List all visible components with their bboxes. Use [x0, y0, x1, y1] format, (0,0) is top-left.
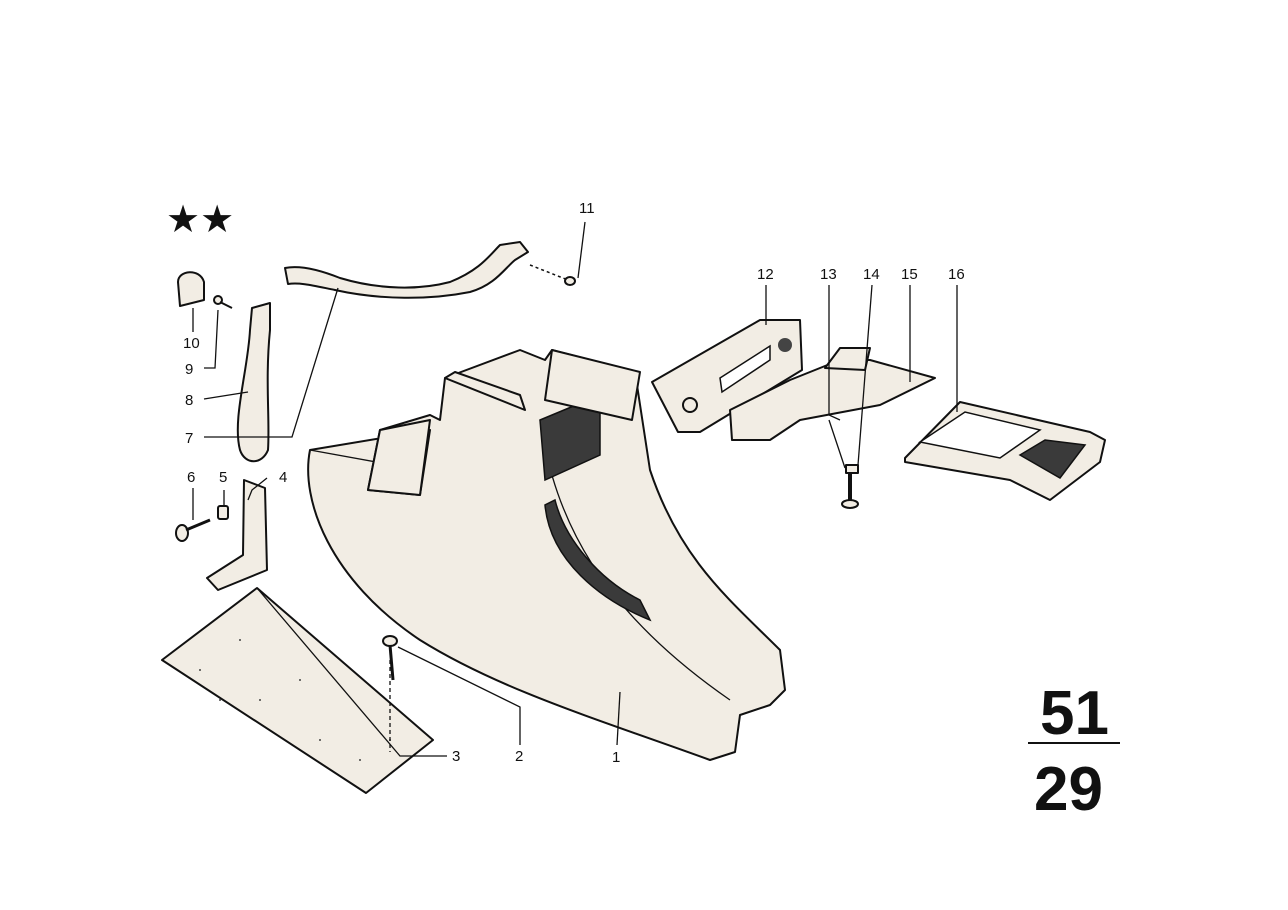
part-radio-panel — [651, 319, 803, 433]
part-floor-panel — [161, 587, 434, 794]
part-center-console — [307, 349, 786, 761]
leader-lines — [192, 221, 958, 757]
part-bracket — [206, 479, 268, 591]
part-screw-6 — [175, 518, 211, 542]
part-nut-14 — [845, 464, 859, 474]
part-tray — [904, 401, 1106, 501]
callout-13: 13 — [820, 266, 837, 283]
section-group: 51 — [1040, 679, 1109, 748]
callout-2: 2 — [515, 748, 523, 765]
part-strap — [236, 302, 271, 463]
callout-7: 7 — [185, 430, 193, 447]
callout-5: 5 — [219, 469, 227, 486]
part-screw-9 — [213, 295, 233, 309]
part-screw-2 — [382, 635, 398, 681]
callout-6: 6 — [187, 469, 195, 486]
callout-8: 8 — [185, 392, 193, 409]
callout-14: 14 — [863, 266, 880, 283]
callout-3: 3 — [452, 748, 460, 765]
callout-15: 15 — [901, 266, 918, 283]
part-clip-10 — [177, 271, 205, 307]
section-number: 51 29 — [1028, 679, 1120, 824]
part-grab-handle — [284, 241, 529, 299]
star-marker-text: ★★ — [166, 197, 234, 241]
callout-9: 9 — [185, 361, 193, 378]
part-bolt-13 — [841, 470, 859, 509]
callout-labels: 10 9 8 7 6 5 4 3 2 1 11 12 13 14 15 16 — [183, 200, 965, 766]
section-sub: 29 — [1034, 755, 1103, 824]
part-screw-11 — [529, 264, 576, 286]
part-nut-5 — [217, 505, 229, 520]
callout-16: 16 — [948, 266, 965, 283]
part-mounting-plate — [729, 347, 936, 441]
callout-12: 12 — [757, 266, 774, 283]
callout-11: 11 — [579, 200, 595, 217]
star-markers: ★★ — [166, 197, 234, 241]
callout-1: 1 — [612, 749, 620, 766]
callout-10: 10 — [183, 335, 200, 352]
callout-4: 4 — [279, 469, 287, 486]
